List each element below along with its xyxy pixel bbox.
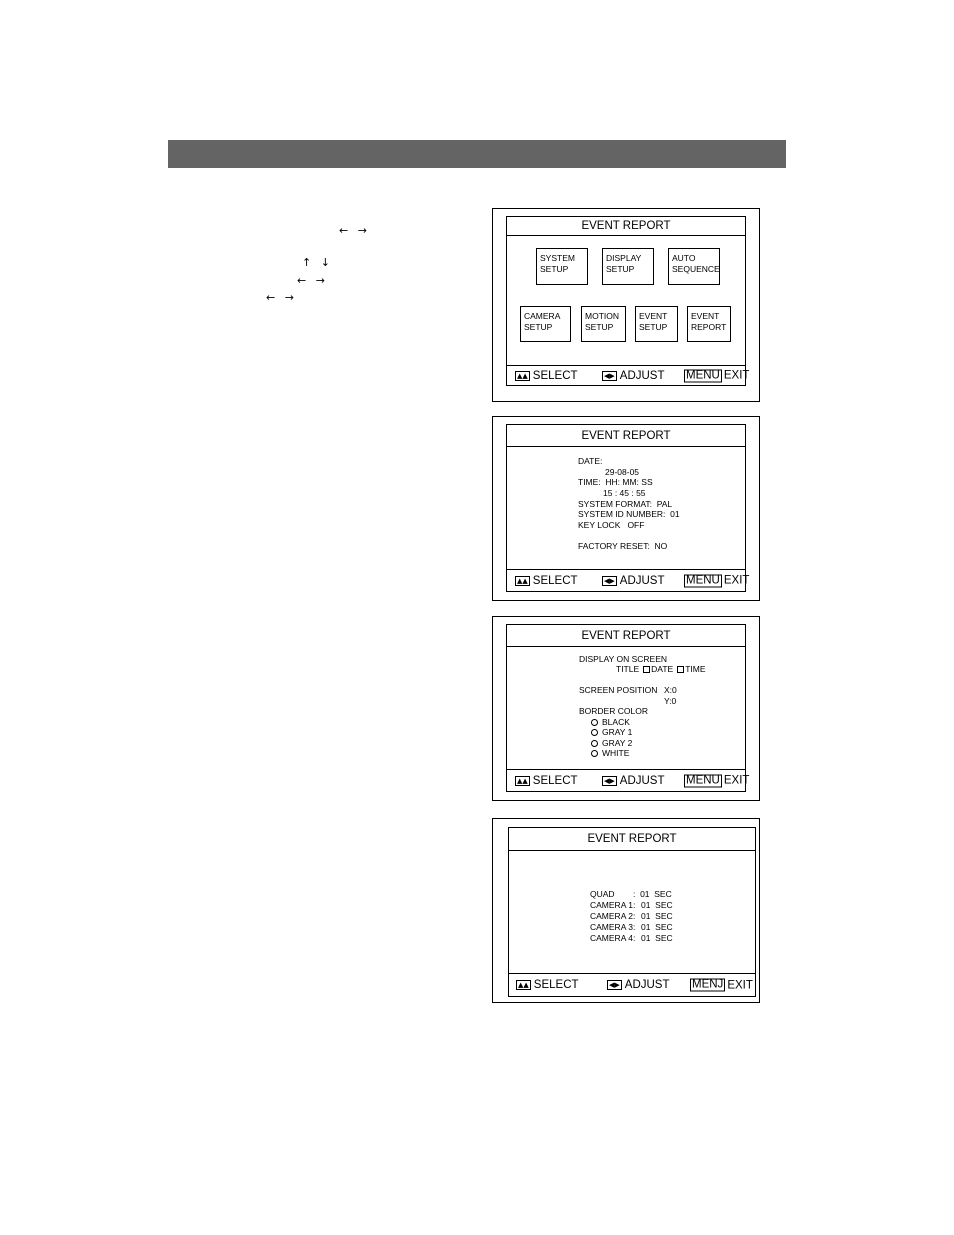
menu-key: MENJ (690, 978, 726, 992)
date-value[interactable]: 29-08-05 (605, 467, 640, 477)
display-on-screen-label: DISPLAY ON SCREEN (579, 654, 668, 664)
screen-title: EVENT REPORT (507, 625, 745, 647)
camera-1-dwell-label: CAMERA 1: (590, 900, 636, 910)
adjust-keys-icon: ◀▶ (602, 575, 617, 586)
time-checkbox[interactable] (677, 666, 685, 673)
camera-4-dwell-label: CAMERA 4: (590, 933, 636, 943)
menu-key: MENU (684, 574, 722, 587)
border-color-label: BORDER COLOR (579, 706, 648, 716)
system-setup-panel: EVENT REPORT DATE: 29-08-05 TIME: HH: MM… (492, 416, 760, 601)
title-option[interactable]: TITLE (616, 664, 640, 674)
screen-title: EVENT REPORT (507, 425, 745, 447)
system-format-setting[interactable]: SYSTEM FORMAT: PAL (578, 499, 673, 509)
footer-adjust: ◀▶ADJUST (607, 979, 670, 991)
system-id-setting[interactable]: SYSTEM ID NUMBER: 01 (578, 509, 680, 519)
camera-3-dwell-label: CAMERA 3: (590, 922, 636, 932)
border-color-option[interactable]: GRAY 1 (591, 727, 632, 738)
left-right-arrow-icon: ← → (266, 291, 297, 304)
select-keys-icon: ▲▲ (516, 980, 531, 990)
menu-key: MENU (684, 369, 722, 382)
footer-select: ▲▲SELECT (515, 774, 578, 787)
camera-2-dwell-value[interactable]: 01 SEC (641, 911, 673, 921)
screen-position-label: SCREEN POSITION (579, 685, 658, 695)
screen-position-x[interactable]: X:0 (664, 685, 677, 695)
border-color-option[interactable]: WHITE (591, 748, 629, 759)
select-keys-icon: ▲▲ (515, 370, 530, 381)
screen-title: EVENT REPORT (507, 217, 745, 236)
footer-adjust: ◀▶ADJUST (602, 369, 665, 382)
screen-title: EVENT REPORT (509, 828, 755, 851)
time-value[interactable]: 15 : 45 : 55 (603, 488, 646, 498)
adjust-keys-icon: ◀▶ (602, 370, 617, 381)
time-option: TIME (685, 664, 706, 674)
border-color-option[interactable]: GRAY 2 (591, 738, 632, 749)
camera-2-dwell-label: CAMERA 2: (590, 911, 636, 921)
select-keys-icon: ▲▲ (515, 575, 530, 586)
footer-select: ▲▲SELECT (516, 979, 579, 991)
adjust-keys-icon: ◀▶ (607, 980, 622, 990)
menu-key: MENU (684, 774, 722, 787)
auto-sequence-panel: EVENT REPORT QUAD : 01 SEC CAMERA 1: 01 … (492, 818, 760, 1003)
adjust-keys-icon: ◀▶ (602, 775, 617, 786)
section-header-bar (168, 140, 786, 168)
radio-icon (591, 719, 598, 726)
radio-icon (591, 729, 598, 736)
osd-screen: EVENT REPORT DISPLAY ON SCREEN TITLE DATE… (506, 624, 749, 792)
factory-reset-setting[interactable]: FACTORY RESET: NO (578, 541, 668, 551)
time-label: TIME: HH: MM: SS (578, 477, 653, 487)
left-right-arrow-icon: ← → (297, 274, 328, 287)
date-checkbox[interactable] (643, 666, 651, 673)
up-down-arrow-icon: ↑ ↓ (302, 256, 333, 269)
osd-screen: EVENT REPORT QUAD : 01 SEC CAMERA 1: 01 … (508, 827, 756, 997)
display-setup-button[interactable]: DISPLAY SETUP (602, 248, 654, 285)
key-lock-setting[interactable]: KEY LOCK OFF (578, 520, 645, 530)
left-right-arrow-icon: ← → (339, 224, 370, 237)
quad-dwell-label: QUAD (590, 889, 615, 899)
camera-4-dwell-value[interactable]: 01 SEC (641, 933, 673, 943)
camera-setup-button[interactable]: CAMERA SETUP (520, 306, 571, 342)
osd-screen: EVENT REPORT SYSTEM SETUP DISPLAY SETUP … (506, 216, 749, 386)
display-options-row: TITLE DATE TIME (616, 664, 706, 675)
date-label: DATE: (578, 456, 603, 466)
footer-select: ▲▲SELECT (515, 369, 578, 382)
menu-screen-panel: EVENT REPORT SYSTEM SETUP DISPLAY SETUP … (492, 208, 760, 402)
auto-sequence-button[interactable]: AUTO SEQUENCE (668, 248, 720, 285)
quad-dwell-value[interactable]: : 01 SEC (633, 889, 672, 899)
display-setup-panel: EVENT REPORT DISPLAY ON SCREEN TITLE DATE… (492, 616, 760, 801)
event-setup-button[interactable]: EVENT SETUP (635, 306, 678, 342)
footer-adjust: ◀▶ADJUST (602, 774, 665, 787)
system-setup-button[interactable]: SYSTEM SETUP (536, 248, 588, 285)
radio-icon (591, 740, 598, 747)
border-color-option[interactable]: BLACK (591, 717, 630, 728)
select-keys-icon: ▲▲ (515, 775, 530, 786)
osd-screen: EVENT REPORT DATE: 29-08-05 TIME: HH: MM… (506, 424, 749, 592)
screen-position-y[interactable]: Y:0 (664, 696, 677, 706)
footer-select: ▲▲SELECT (515, 574, 578, 587)
event-report-button[interactable]: EVENT REPORT (687, 306, 731, 342)
camera-1-dwell-value[interactable]: 01 SEC (641, 900, 673, 910)
radio-icon (591, 750, 598, 757)
motion-setup-button[interactable]: MOTION SETUP (581, 306, 626, 342)
camera-3-dwell-value[interactable]: 01 SEC (641, 922, 673, 932)
date-option: DATE (651, 664, 674, 674)
footer-adjust: ◀▶ADJUST (602, 574, 665, 587)
